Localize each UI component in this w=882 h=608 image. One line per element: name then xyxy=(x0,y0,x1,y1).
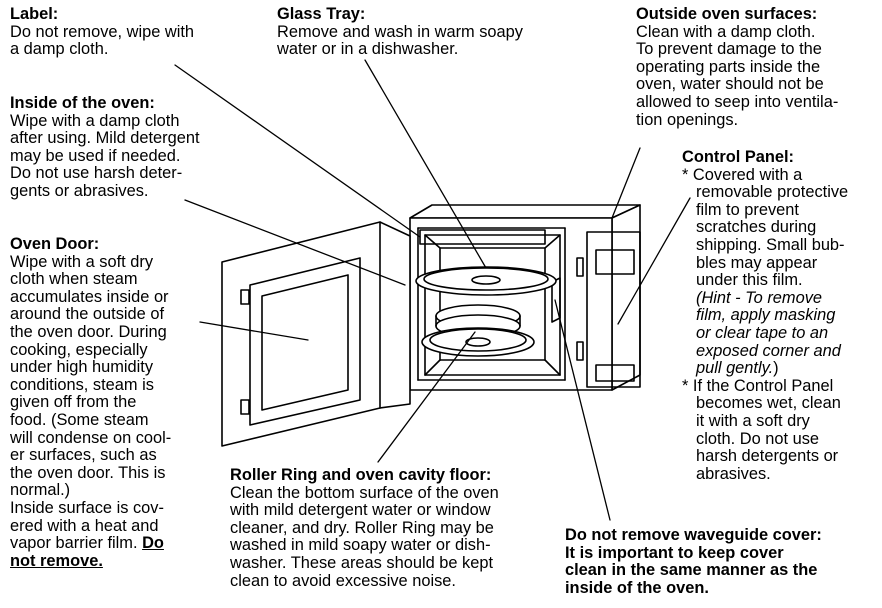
control-panel-hint-close: ) xyxy=(773,359,779,378)
roller-ring-text-line: clean to avoid excessive noise. xyxy=(230,571,456,590)
inside-oven-title: Inside of the oven: xyxy=(10,94,155,112)
outside-surfaces-text-line: To prevent damage to the xyxy=(636,40,822,59)
inside-oven-text-line: Wipe with a damp cloth xyxy=(10,111,180,130)
label-text-line: Do not remove, wipe with xyxy=(10,22,195,41)
control-panel-text-line: * If the Control Panel xyxy=(682,376,834,395)
oven-door-text-line: the oven door. During xyxy=(10,322,167,341)
display-window xyxy=(595,249,635,275)
control-panel-text-line: becomes wet, clean xyxy=(696,394,841,413)
control-panel-hint-last: pull gently.) xyxy=(682,359,848,378)
outside-surfaces-text-line: oven, water should not be xyxy=(636,75,824,94)
control-panel xyxy=(586,231,641,388)
door-latch-top xyxy=(240,289,250,305)
glass-tray-title: Glass Tray: xyxy=(277,5,366,23)
control-panel-hint-line: (Hint - To remove xyxy=(696,288,823,307)
roller-ring-callout: Roller Ring and oven cavity floor: Clean… xyxy=(230,466,499,590)
label-callout: Label: Do not remove, wipe with a damp c… xyxy=(10,5,195,59)
control-panel-text-line: it with a soft dry xyxy=(696,411,810,430)
oven-door-text-line: Wipe with a soft dry xyxy=(10,252,154,271)
roller-ring-text-line: washed in mild soapy water or dish- xyxy=(230,536,491,555)
oven-door-last-prefix: vapor barrier film. xyxy=(10,534,143,553)
oven-door-text-line: will condense on cool- xyxy=(10,428,172,447)
outside-surfaces-callout: Outside oven surfaces: Clean with a damp… xyxy=(636,5,839,129)
oven-door-emphasis-line: not remove. xyxy=(10,551,171,571)
oven-door-last-line: vapor barrier film. Do xyxy=(10,534,171,553)
control-panel-text-line: film to prevent xyxy=(696,200,799,219)
waveguide-text-line: clean in the same manner as the xyxy=(565,561,818,580)
control-panel-title: Control Panel: xyxy=(682,148,795,166)
roller-ring-text-line: washer. These areas should be kept xyxy=(230,553,494,572)
oven-door-text-line: the oven door. This is xyxy=(10,463,166,482)
oven-door-text-line: cloth when steam xyxy=(10,270,138,289)
oven-door-text-line: given off from the xyxy=(10,393,137,412)
inside-oven-text-line: after using. Mild detergent xyxy=(10,129,200,148)
outside-surfaces-title: Outside oven surfaces: xyxy=(636,5,818,23)
label-title: Label: xyxy=(10,5,59,23)
inside-oven-text-line: gents or abrasives. xyxy=(10,181,149,200)
glass-tray-text-line: water or in a dishwasher. xyxy=(277,40,459,59)
outside-surfaces-text-line: operating parts inside the xyxy=(636,57,821,76)
control-panel-text-line: bles may appear xyxy=(696,253,818,272)
control-panel-text-line: removable protective xyxy=(696,183,849,202)
oven-door-text-line: conditions, steam is xyxy=(10,375,154,394)
door-latch-bottom xyxy=(240,399,250,415)
control-panel-hint-line: film, apply masking xyxy=(696,306,836,325)
control-panel-text-line: harsh detergents or xyxy=(696,447,839,466)
control-panel-hint-line: pull gently. xyxy=(696,359,774,378)
oven-door-text-line: normal.) xyxy=(10,481,71,500)
outside-surfaces-text-line: Clean with a damp cloth. xyxy=(636,22,816,41)
control-panel-text-line: cloth. Do not use xyxy=(696,429,820,448)
oven-door-text-line: food. (Some steam xyxy=(10,410,149,429)
outside-surfaces-text-line: allowed to seep into ventila- xyxy=(636,92,839,111)
oven-door-title: Oven Door: xyxy=(10,235,100,253)
control-panel-text-line: under this film. xyxy=(696,271,803,290)
oven-door-text-line: around the outside of xyxy=(10,305,165,324)
control-panel-text-line: * Covered with a xyxy=(682,165,803,184)
oven-door-text-line: under high humidity xyxy=(10,358,154,377)
waveguide-text-line: It is important to keep cover xyxy=(565,543,784,562)
turntable xyxy=(415,266,557,357)
roller-ring-title: Roller Ring and oven cavity floor: xyxy=(230,466,492,484)
control-panel-hint-line: or clear tape to an xyxy=(696,323,829,342)
oven-door-text-line: er surfaces, such as xyxy=(10,446,157,465)
oven-door-text-line: Inside surface is cov- xyxy=(10,498,164,517)
control-panel-text-line: scratches during xyxy=(696,218,817,237)
oven-door-emphasis: Do xyxy=(142,534,164,553)
oven-door-emphasis: not remove. xyxy=(10,551,103,570)
oven-body xyxy=(409,204,641,391)
roller-ring-text-line: cleaner, and dry. Roller Ring may be xyxy=(230,518,494,537)
glass-tray-text-line: Remove and wash in warm soapy xyxy=(277,22,523,41)
waveguide-text-line: inside of the oven. xyxy=(565,578,709,597)
label-text-line: a damp cloth. xyxy=(10,40,109,59)
waveguide-title: Do not remove waveguide cover: xyxy=(565,526,822,544)
leader-lines xyxy=(174,59,691,521)
inside-oven-text-line: Do not use harsh deter- xyxy=(10,164,183,183)
outside-surfaces-text-line: tion openings. xyxy=(636,110,739,129)
oven-door-text-line: cooking, especially xyxy=(10,340,148,359)
roller-ring-text-line: with mild detergent water or window xyxy=(230,501,491,520)
glass-tray-callout: Glass Tray: Remove and wash in warm soap… xyxy=(277,5,523,59)
control-panel-text-line: shipping. Small bub- xyxy=(696,235,845,254)
roller-ring-text-line: Clean the bottom surface of the oven xyxy=(230,483,499,502)
oven-door-text-line: accumulates inside or xyxy=(10,287,169,306)
oven-door-callout: Oven Door: Wipe with a soft dry cloth wh… xyxy=(10,235,172,571)
inside-oven-callout: Inside of the oven: Wipe with a damp clo… xyxy=(10,94,200,201)
control-panel-text-line: abrasives. xyxy=(696,464,771,483)
oven-door-text-line: ered with a heat and xyxy=(10,516,159,535)
waveguide-callout: Do not remove waveguide cover: It is imp… xyxy=(565,526,822,597)
oven-door xyxy=(221,221,411,447)
inside-oven-text-line: may be used if needed. xyxy=(10,146,181,165)
control-panel-callout: Control Panel: * Covered with a removabl… xyxy=(682,148,849,483)
control-panel-hint-line: exposed corner and xyxy=(696,341,841,360)
